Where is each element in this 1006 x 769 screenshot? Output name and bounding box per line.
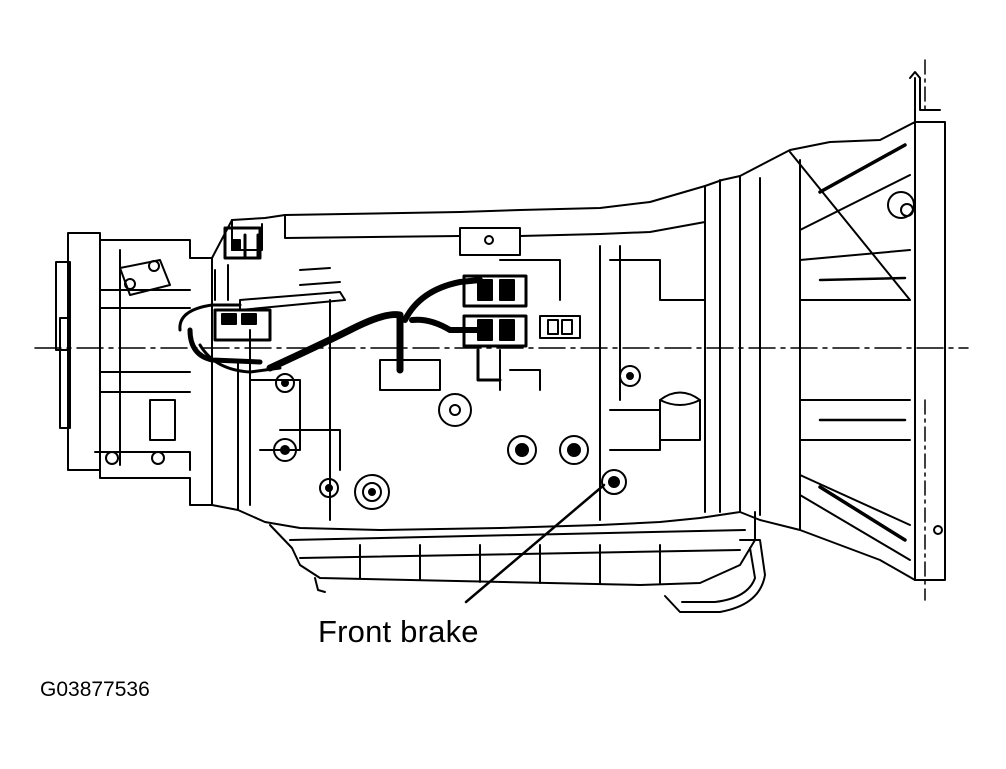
wiring-harness <box>180 235 500 390</box>
front-brake-label: Front brake <box>318 614 479 649</box>
extension-housing <box>740 60 945 600</box>
figure-id: G03877536 <box>40 678 150 701</box>
connector-group <box>215 228 526 346</box>
front-brake-leader-line <box>466 485 604 602</box>
oil-pan <box>270 512 765 612</box>
front-housing <box>56 233 212 505</box>
main-case <box>212 176 740 530</box>
bolt-group <box>274 374 942 534</box>
